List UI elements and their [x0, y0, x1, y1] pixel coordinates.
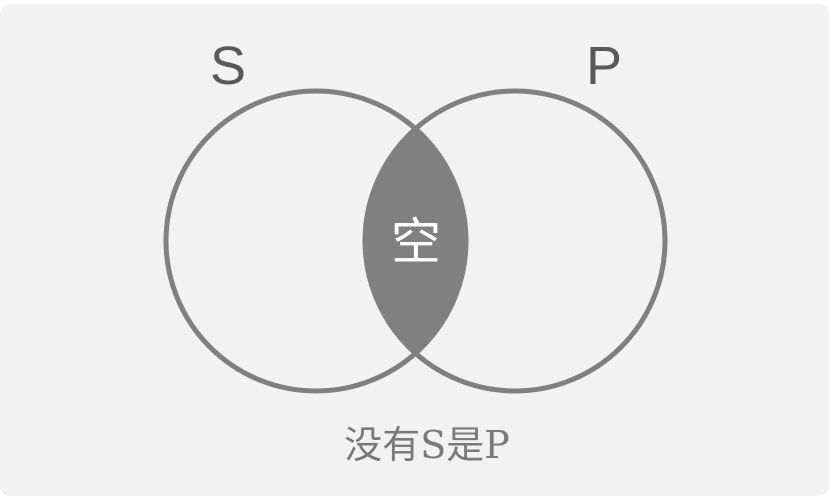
- set-p-label: P: [586, 36, 622, 96]
- set-s-label: S: [210, 36, 246, 96]
- set-s-circle: [163, 88, 469, 394]
- intersection-region: [365, 91, 466, 391]
- diagram-caption: 没有S是P: [344, 423, 510, 467]
- intersection-label: 空: [391, 213, 441, 271]
- set-p-circle: [362, 88, 668, 394]
